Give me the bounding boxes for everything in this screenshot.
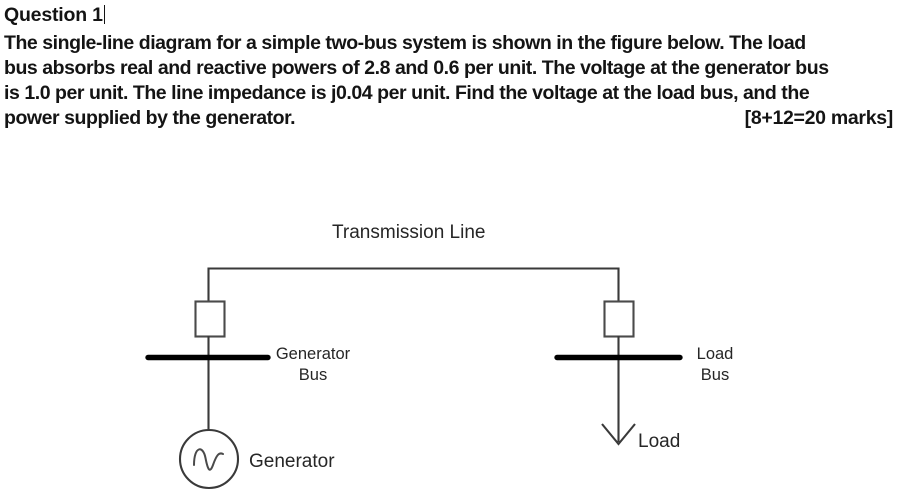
single-line-diagram: Transmission Line Generator Bus Load Bus… [0,170,898,494]
question-body-line-3: is 1.0 per unit. The line impedance is j… [4,82,810,104]
text-cursor [103,5,105,24]
question-body-line-2: bus absorbs real and reactive powers of … [4,57,829,79]
question-title: Question 1 [4,3,894,28]
question-body-line-4: power supplied by the generator. [4,107,296,129]
transmission-line-path [207,267,620,303]
generator-sine-wave-icon [193,448,224,471]
load-transformer-icon [603,300,635,338]
generator-transformer-icon [194,300,226,338]
generator-bus-label-line2: Bus [298,366,328,384]
generator-bus-label-line1: Generator [275,345,351,363]
load-bus-label-line1: Load [696,345,734,363]
question-body-line-1: The single-line diagram for a simple two… [4,32,806,54]
generator-symbol-circle [178,428,240,490]
load-label: Load [638,431,681,452]
load-arrow-head-icon [601,423,636,446]
question-title-text: Question 1 [4,4,103,26]
marks-allocation: [8+12=20 marks] [744,107,894,129]
transmission-line-conductor [207,267,620,303]
load-branch [554,300,683,446]
generator-branch [145,300,271,490]
generator-label: Generator [249,451,335,472]
load-bus-label-line2: Bus [700,366,730,384]
single-line-diagram-graphic [145,267,683,490]
transmission-line-label: Transmission Line [332,222,486,243]
